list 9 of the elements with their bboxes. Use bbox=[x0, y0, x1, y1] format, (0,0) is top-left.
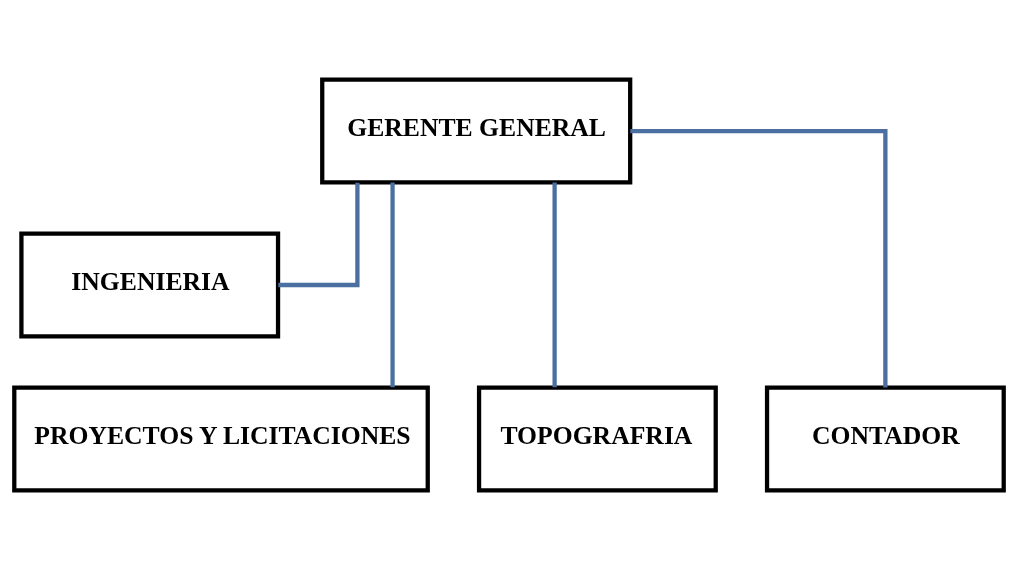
node-box: CONTADOR bbox=[764, 385, 1006, 492]
node-box: GERENTE GENERAL bbox=[320, 77, 633, 184]
connector bbox=[390, 182, 395, 387]
connector bbox=[630, 128, 888, 387]
node-box: TOPOGRAFRIA bbox=[476, 385, 718, 492]
connector bbox=[278, 182, 360, 287]
node-box: INGENIERIA bbox=[19, 231, 281, 338]
connector bbox=[552, 182, 557, 387]
node-box: PROYECTOS Y LICITACIONES bbox=[12, 385, 430, 492]
